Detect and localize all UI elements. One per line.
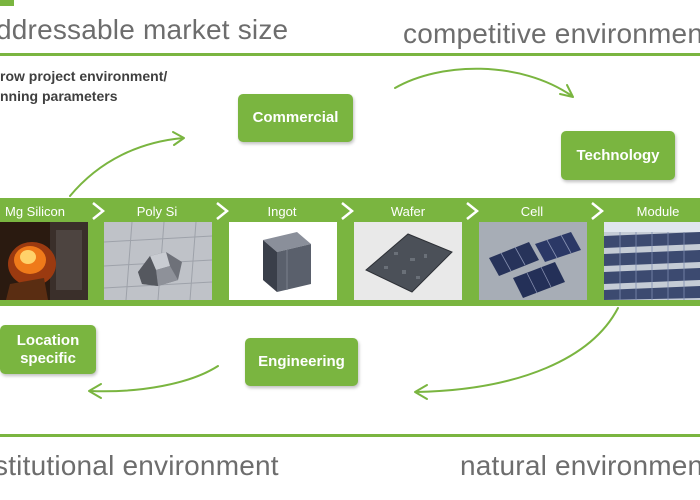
arrow-to-commercial bbox=[69, 137, 184, 197]
project-environment-caption: row project environment/ nning parameter… bbox=[0, 66, 230, 106]
box-engineering: Engineering bbox=[245, 338, 358, 386]
caption-line-1: row project environment/ bbox=[0, 68, 168, 84]
image-silicon-ingot bbox=[229, 222, 337, 300]
box-location-specific: Location specific bbox=[0, 325, 96, 374]
image-mg-silicon-furnace bbox=[0, 222, 88, 300]
stage-label-cell: Cell bbox=[520, 204, 544, 219]
chevron-right-icon bbox=[341, 202, 355, 220]
stage-label-ingot: Ingot bbox=[267, 204, 297, 219]
top-divider bbox=[0, 53, 700, 56]
title-natural-environment: natural environmen bbox=[460, 450, 700, 481]
arrow-from-module bbox=[415, 307, 619, 393]
chevron-right-icon bbox=[591, 202, 605, 220]
arrow-to-location bbox=[89, 365, 219, 393]
box-commercial: Commercial bbox=[238, 94, 353, 142]
caption-line-2: nning parameters bbox=[0, 88, 118, 104]
title-institutional-environment: stitutional environment bbox=[0, 450, 279, 481]
stage-label-module: Module bbox=[636, 204, 680, 219]
title-competitive-environment: competitive environmen bbox=[403, 18, 700, 49]
stage-label-wafer: Wafer bbox=[390, 204, 426, 219]
location-line-2: specific bbox=[20, 349, 76, 367]
title-addressable-market-size: ddressable market size bbox=[0, 14, 289, 45]
chevron-right-icon bbox=[92, 202, 106, 220]
image-solar-cells bbox=[479, 222, 587, 300]
stage-label-mg-silicon: Mg Silicon bbox=[5, 204, 65, 219]
box-technology: Technology bbox=[561, 131, 675, 180]
image-solar-modules bbox=[604, 222, 700, 300]
image-silicon-wafer bbox=[354, 222, 462, 300]
location-line-1: Location bbox=[16, 331, 80, 349]
chevron-right-icon bbox=[216, 202, 230, 220]
image-poly-si-chunks bbox=[104, 222, 212, 300]
chevron-right-icon bbox=[466, 202, 480, 220]
accent-tick bbox=[0, 0, 14, 6]
stage-label-poly-si: Poly Si bbox=[136, 204, 178, 219]
bottom-divider bbox=[0, 434, 700, 437]
arrow-to-technology bbox=[394, 67, 573, 97]
